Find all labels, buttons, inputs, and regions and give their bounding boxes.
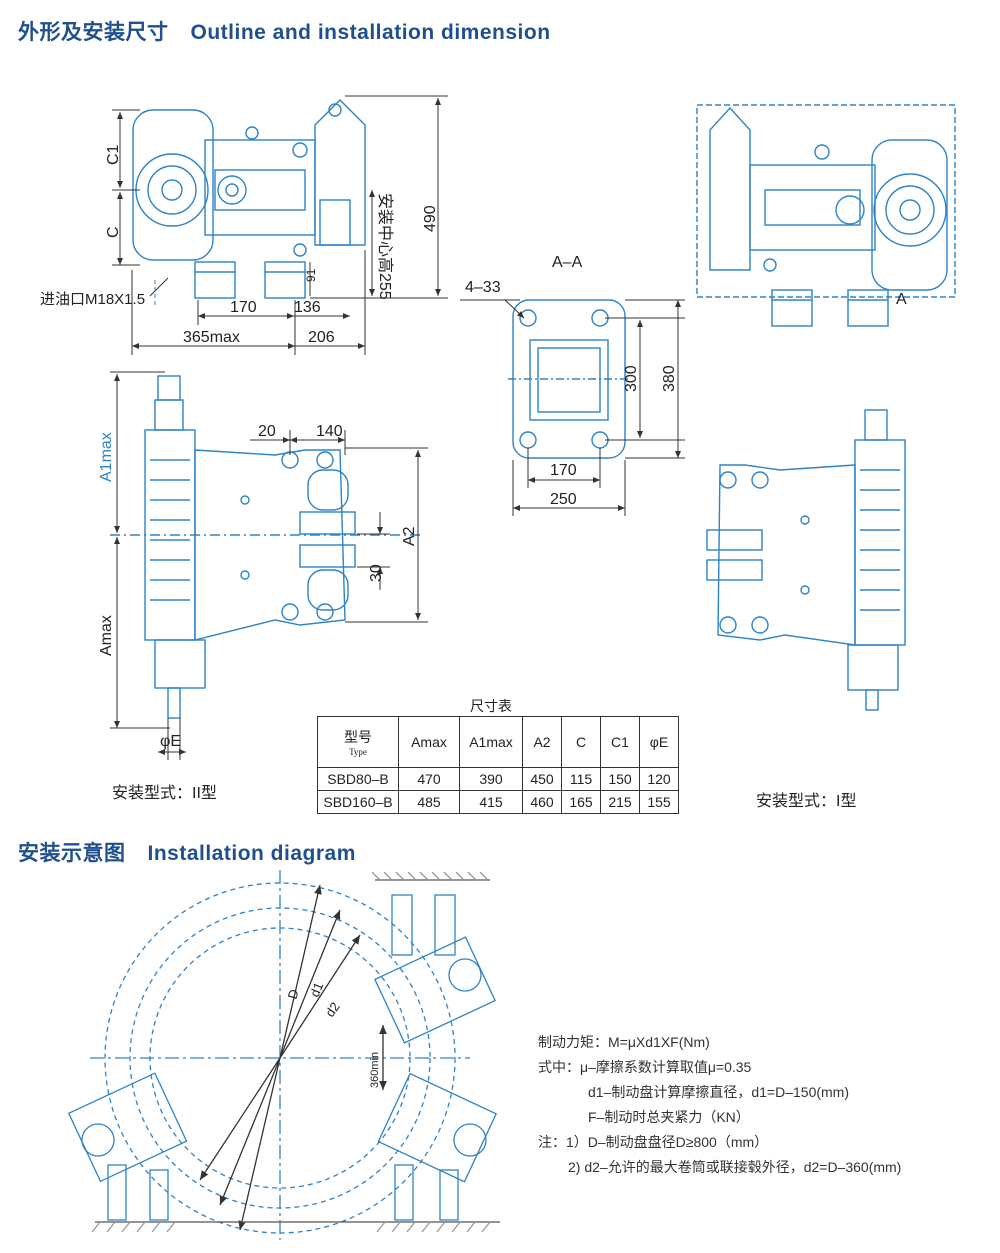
header-col: C (561, 716, 601, 768)
dim-365max: 365max (183, 329, 240, 346)
label-d1: d1 (307, 980, 326, 999)
install-heading: 安装示意图 Installation diagram (18, 837, 356, 867)
table-cell: 470 (398, 767, 460, 791)
table-cell: 460 (522, 790, 562, 814)
formula-line-1: 制动力矩：M=μXd1XF(Nm) (538, 1034, 710, 1050)
dim-a1max: A1max (98, 432, 115, 482)
top-view-labels: C1 C 490 91 安装中心高255 进油口M18X1.5 170 136 … (40, 144, 439, 346)
outline-heading: 外形及安装尺寸 Outline and installation dimensio… (18, 16, 551, 46)
install-heading-en: Installation diagram (147, 842, 356, 865)
label-d: D (285, 987, 302, 1001)
dim-c1: C1 (105, 144, 122, 165)
dim-206: 206 (308, 329, 335, 346)
type2-caption: 安装型式：II型 (112, 785, 217, 802)
header-col: C1 (600, 716, 640, 768)
dim-380: 380 (661, 365, 678, 392)
table-row: SBD160–B 485 415 460 165 215 155 (317, 790, 679, 814)
size-table: 型号 Type Amax A1max A2 C C1 φE SBD80–B 47… (317, 716, 679, 814)
table-cell: 390 (459, 767, 523, 791)
dim-20: 20 (258, 423, 276, 440)
type1-caption: 安装型式：I型 (756, 793, 857, 810)
front-view-dimensions (110, 371, 428, 760)
dim-91: 91 (304, 268, 318, 282)
dim-300: 300 (623, 365, 640, 392)
oil-inlet-label: 进油口M18X1.5 (40, 291, 145, 308)
table-cell: 165 (561, 790, 601, 814)
install-heading-cn: 安装示意图 (18, 842, 126, 865)
section-aa-dimensions (460, 299, 685, 516)
top-view-dimensions (112, 95, 448, 355)
table-cell: 150 (600, 767, 640, 791)
formula-block: 制动力矩：M=μXd1XF(Nm) 式中：μ–摩擦系数计算取值μ=0.35 d1… (538, 1030, 901, 1180)
dim-center-height: 安装中心高255 (376, 193, 394, 300)
header-model: 型号 Type (317, 716, 399, 768)
header-type-en: Type (349, 747, 367, 757)
section-aa-title: A–A (552, 254, 583, 271)
dim-490: 490 (422, 205, 439, 232)
right-top-view-drawing (696, 104, 956, 327)
header-col: φE (639, 716, 679, 768)
table-cell: 215 (600, 790, 640, 814)
formula-line-6: 2) d2–允许的最大卷筒或联接毂外径，d2=D–360(mm) (568, 1159, 902, 1175)
type1-view-drawing (706, 409, 906, 711)
install-diagram-labels: D d1 d2 360min (285, 980, 381, 1088)
formula-line-5: 注：1）D–制动盘盘径D≥800（mm） (538, 1134, 769, 1150)
dim-250: 250 (550, 491, 577, 508)
dim-170-top: 170 (230, 299, 257, 316)
holes-label: 4–33 (465, 279, 501, 296)
table-cell: 415 (459, 790, 523, 814)
label-360min: 360min (369, 1052, 381, 1088)
table-cell: 120 (639, 767, 679, 791)
header-model-cn: 型号 (344, 729, 372, 745)
header-col: Amax (398, 716, 460, 768)
dim-170-aa: 170 (550, 462, 577, 479)
cell-model: SBD160–B (317, 790, 399, 814)
table-cell: 485 (398, 790, 460, 814)
size-table-header: 型号 Type Amax A1max A2 C C1 φE (317, 716, 679, 768)
size-table-title: 尺寸表 (470, 698, 512, 714)
label-d2: d2 (322, 999, 343, 1019)
cell-model: SBD80–B (317, 767, 399, 791)
dim-140: 140 (316, 423, 343, 440)
table-row: SBD80–B 470 390 450 115 150 120 (317, 767, 679, 791)
front-view-labels: A1max Amax A2 20 140 30 φE (98, 423, 418, 750)
formula-line-2: 式中：μ–摩擦系数计算取值μ=0.35 (538, 1059, 752, 1075)
formula-line-3: d1–制动盘计算摩擦直径，d1=D–150(mm) (588, 1084, 850, 1100)
outline-heading-en: Outline and installation dimension (190, 21, 551, 44)
outline-heading-cn: 外形及安装尺寸 (18, 21, 169, 44)
dim-136: 136 (294, 299, 321, 316)
dim-amax: Amax (98, 615, 115, 656)
table-cell: 115 (561, 767, 601, 791)
section-aa-labels: A–A 4–33 300 380 170 250 (465, 254, 678, 508)
header-col: A2 (522, 716, 562, 768)
formula-line-4: F–制动时总夹紧力（KN） (588, 1109, 750, 1125)
table-cell: 155 (639, 790, 679, 814)
dim-a2: A2 (401, 526, 418, 546)
dim-30: 30 (368, 564, 385, 582)
section-aa-drawing (508, 299, 630, 459)
dim-c: C (105, 226, 122, 238)
install-diagram-drawing (67, 870, 500, 1240)
front-view-drawing (110, 375, 420, 719)
dim-phie: φE (160, 733, 181, 750)
header-col: A1max (459, 716, 523, 768)
view-a-label: A (896, 291, 907, 308)
table-cell: 450 (522, 767, 562, 791)
top-view-drawing (132, 99, 366, 299)
